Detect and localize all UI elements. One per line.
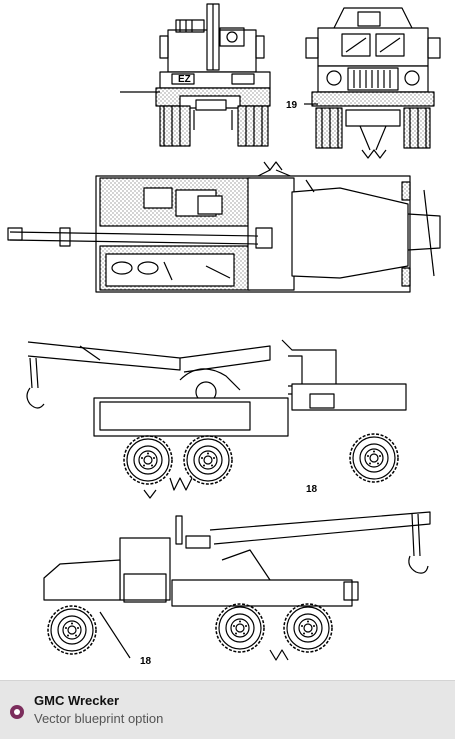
callout-rear-number: 18 [140,656,152,667]
svg-text:EZ: EZ [178,74,191,85]
side-view-right [43,511,431,661]
option-radio-icon[interactable] [10,705,24,719]
footer-option-bar: GMC Wrecker Vector blueprint option [0,680,455,739]
blueprint-drawing: EZ 19 [7,3,441,667]
option-subtitle: Vector blueprint option [34,711,164,726]
callout-front-number: 19 [286,100,298,111]
rear-view: EZ [120,3,271,147]
front-view [304,7,441,159]
callout-side-number: 18 [306,484,318,495]
option-title: GMC Wrecker [34,693,120,708]
side-view-left [26,339,407,499]
top-view [7,161,441,293]
